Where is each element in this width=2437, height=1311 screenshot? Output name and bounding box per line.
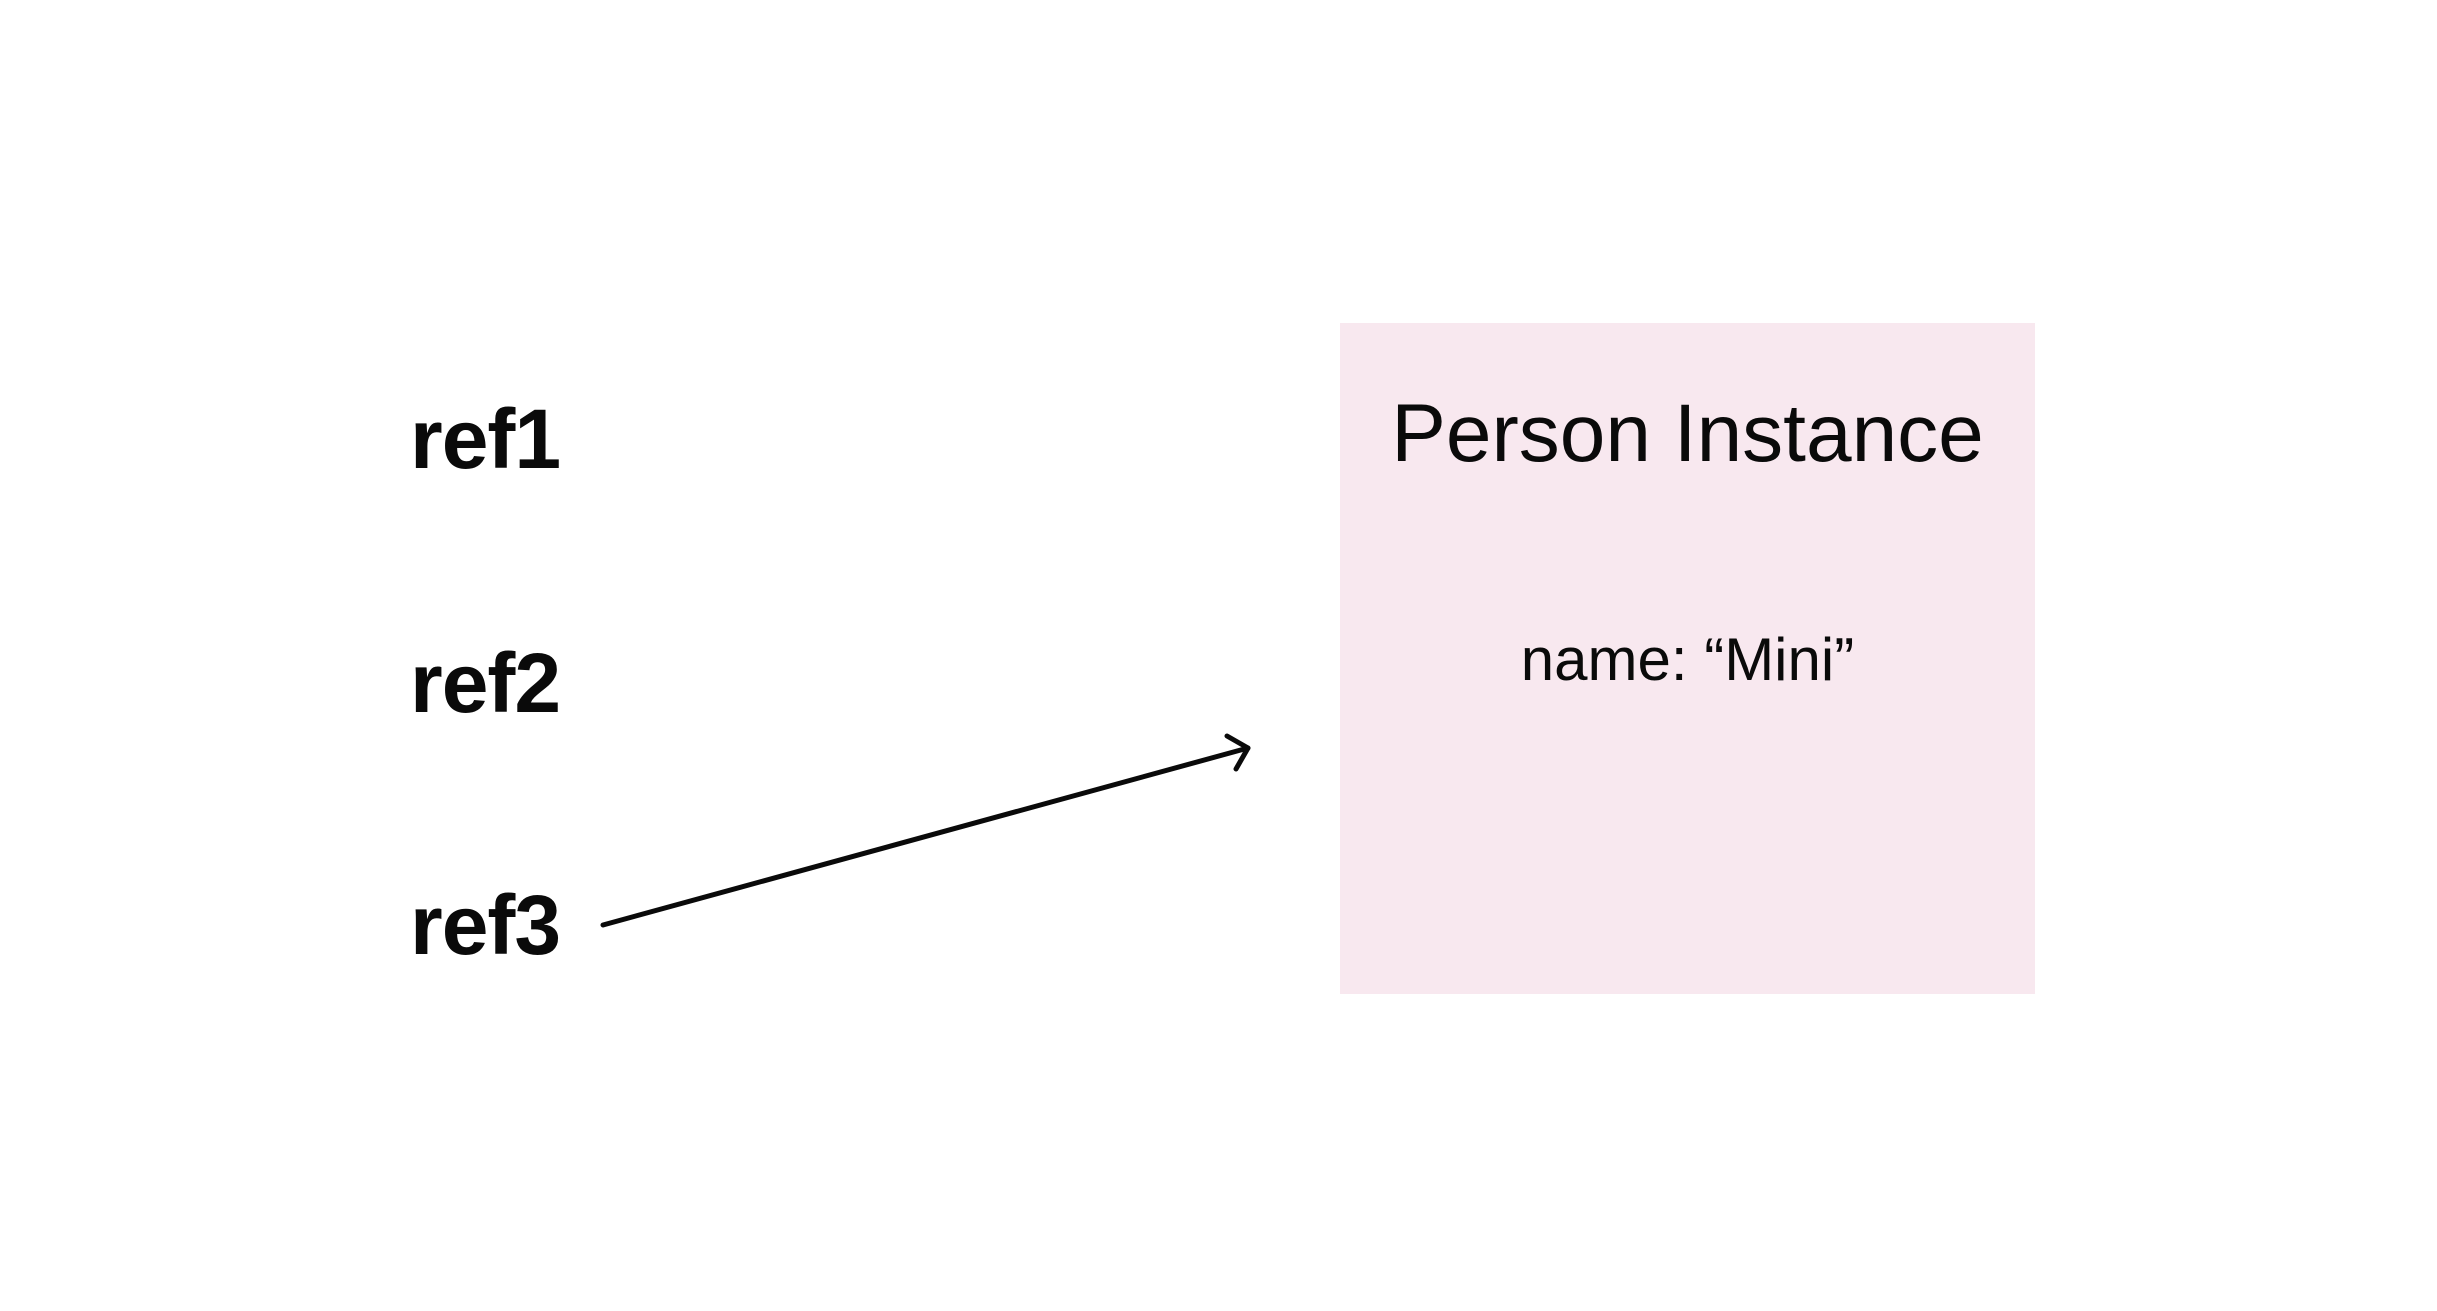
instance-title: Person Instance	[1391, 388, 1984, 479]
reference-ref2: ref2	[410, 636, 561, 730]
instance-name-field: name: “Mini”	[1520, 626, 1855, 693]
ref3-arrow-shaft	[600, 745, 1251, 928]
reference-ref3: ref3	[410, 878, 561, 972]
person-instance-box: Person Instance name: “Mini”	[1340, 323, 2035, 994]
reference-ref1: ref1	[410, 392, 561, 486]
ref3-arrow-head-icon	[1224, 733, 1251, 772]
